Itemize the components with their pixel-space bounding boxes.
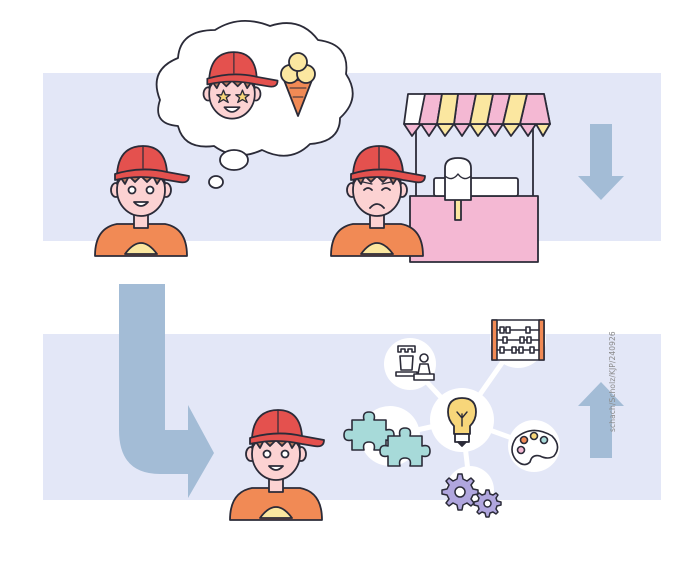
lightbulb-icon xyxy=(447,397,477,447)
palette-icon xyxy=(511,429,559,466)
arrow-down-icon xyxy=(578,124,624,200)
chess-icon xyxy=(395,345,435,381)
gears-icon xyxy=(441,473,502,518)
boy-disappointed xyxy=(330,145,426,257)
star-eyes-icon xyxy=(216,89,250,104)
arrow-elbow-right-icon xyxy=(119,284,214,498)
popsicle-icon xyxy=(444,157,472,221)
boy-finding-alternatives xyxy=(229,409,325,521)
arrow-up-icon xyxy=(578,382,624,458)
puzzle-icon xyxy=(343,411,431,467)
credit-text: schach/Scholz/KJP/240926 xyxy=(608,331,617,432)
abacus-icon xyxy=(491,319,545,361)
boy-wanting xyxy=(94,145,190,257)
ice-cream-stand-icon xyxy=(403,93,551,263)
ice-cream-cone-icon xyxy=(280,52,316,117)
dream-boy xyxy=(202,51,279,120)
